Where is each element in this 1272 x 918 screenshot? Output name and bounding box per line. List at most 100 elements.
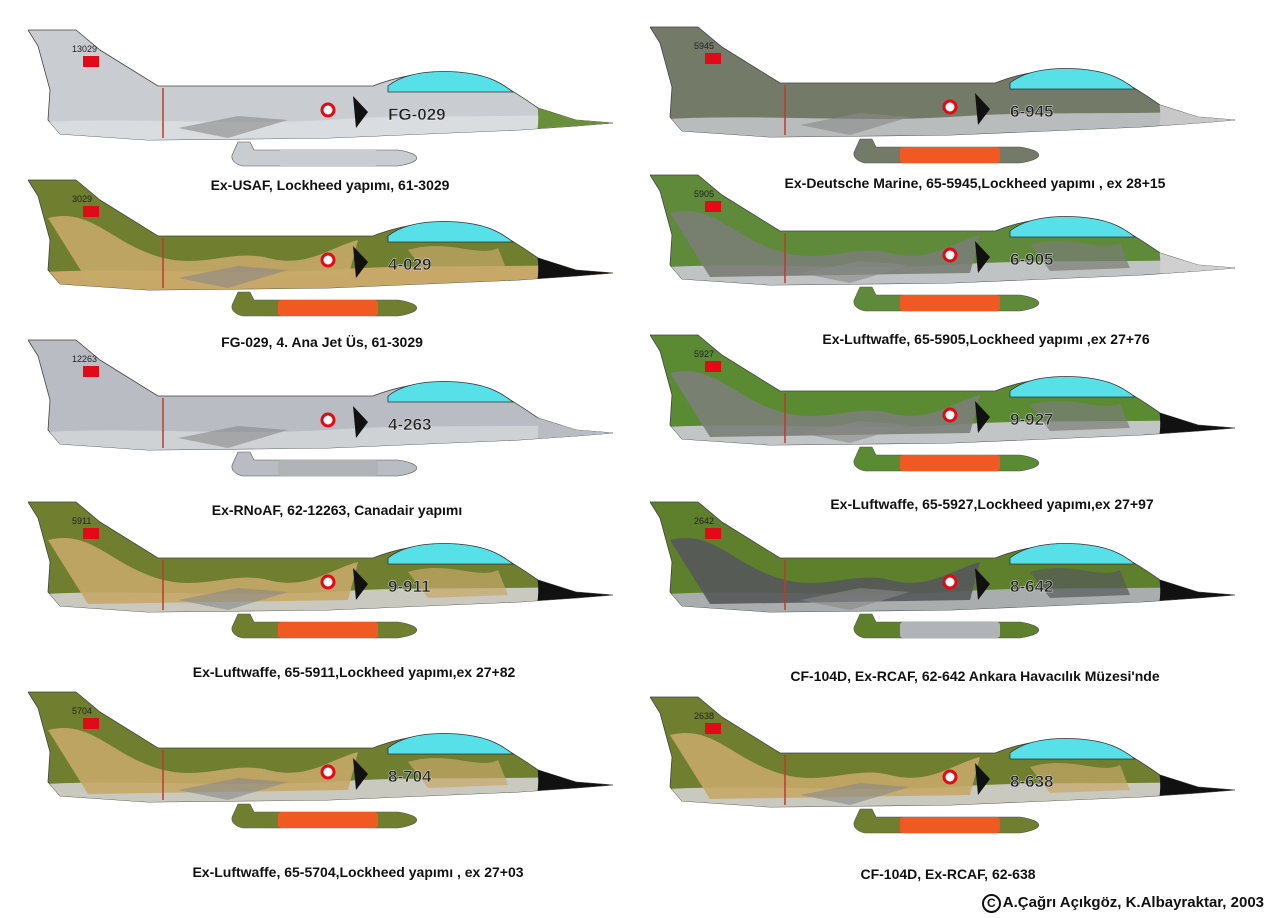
aircraft-profile: 3029 4-029 — [27, 178, 628, 328]
aircraft-caption: Ex-USAF, Lockheed yapımı, 61-3029 — [210, 177, 450, 193]
drop-tank — [853, 446, 1040, 472]
fuselage — [649, 26, 1236, 138]
fuselage — [27, 691, 614, 803]
drop-tank — [231, 291, 418, 317]
drop-tank — [231, 803, 418, 829]
drop-tank — [231, 451, 418, 477]
tail-code: 5911 — [72, 516, 91, 526]
tail-code: 3029 — [72, 194, 92, 204]
nose-code: 9-927 — [1010, 410, 1053, 429]
nose-code: 6-905 — [1010, 250, 1053, 269]
drop-tank — [853, 808, 1040, 834]
nose-code: 8-704 — [388, 767, 432, 786]
tail-code: 2642 — [694, 516, 714, 526]
intake — [353, 246, 368, 278]
canopy — [1009, 543, 1137, 565]
canopy — [387, 381, 515, 403]
tail-flag — [83, 56, 99, 67]
drop-tank — [853, 286, 1040, 312]
roundel — [942, 574, 958, 590]
nose-code: 8-642 — [1010, 577, 1053, 596]
intake — [353, 758, 368, 790]
drop-tank — [853, 138, 1040, 164]
drop-tank — [853, 613, 1040, 639]
intake — [975, 763, 990, 795]
canopy — [387, 71, 515, 93]
roundel — [942, 247, 958, 263]
drop-tank — [231, 141, 418, 167]
tail-code: 13029 — [72, 44, 97, 54]
nose-code: 6-945 — [1010, 102, 1053, 121]
nose-code: 4-263 — [388, 415, 431, 434]
tail-flag — [83, 528, 99, 539]
tail-flag — [705, 361, 721, 372]
roundel — [320, 764, 336, 780]
tail-code: 12263 — [72, 354, 97, 364]
tail-code: 5927 — [694, 349, 714, 359]
roundel — [320, 252, 336, 268]
aircraft-profile: 5927 9-927 — [649, 333, 1250, 483]
tail-code: 2638 — [694, 711, 714, 721]
tail-flag — [83, 206, 99, 217]
canopy — [387, 733, 515, 755]
aircraft-caption: Ex-Luftwaffe, 65-5704,Lockheed yapımı , … — [192, 864, 524, 880]
intake — [353, 96, 368, 128]
fuselage — [649, 696, 1236, 808]
tail-flag — [705, 53, 721, 64]
canopy — [1009, 68, 1137, 90]
intake — [975, 93, 990, 125]
roundel — [942, 99, 958, 115]
aircraft-caption: Ex-Luftwaffe, 65-5911,Lockheed yapımı,ex… — [192, 664, 516, 680]
tail-code: 5905 — [694, 189, 714, 199]
nose-code: 4-029 — [388, 255, 431, 274]
roundel — [942, 769, 958, 785]
tail-flag — [705, 528, 721, 539]
fuselage — [27, 179, 614, 291]
drop-tank — [231, 613, 418, 639]
intake — [353, 406, 368, 438]
aircraft-profile: 13029 FG-029 — [27, 28, 628, 178]
fuselage — [649, 174, 1236, 286]
tail-flag — [705, 723, 721, 734]
roundel — [320, 574, 336, 590]
intake — [353, 568, 368, 600]
roundel — [942, 407, 958, 423]
canopy — [1009, 738, 1137, 760]
credit-text: A.Çağrı Açıkgöz, K.Albayraktar, 2003 — [1002, 894, 1264, 911]
fuselage — [27, 29, 614, 141]
copyright-icon: C — [981, 894, 1001, 913]
canopy — [1009, 376, 1137, 398]
aircraft-profile: 5911 9-911 — [27, 500, 628, 650]
nose-code: 9-911 — [388, 577, 431, 596]
fuselage — [27, 339, 614, 451]
tail-flag — [705, 201, 721, 212]
aircraft-profile: 12263 4-263 — [27, 338, 628, 488]
aircraft-caption: Ex-Deutsche Marine, 65-5945,Lockheed yap… — [784, 175, 1166, 191]
fuselage — [27, 501, 614, 613]
aircraft-caption: Ex-Luftwaffe, 65-5905,Lockheed yapımı ,e… — [822, 331, 1150, 347]
fuselage — [649, 501, 1236, 613]
fuselage — [649, 334, 1236, 446]
aircraft-caption: Ex-RNoAF, 62-12263, Canadair yapımı — [211, 502, 463, 518]
aircraft-caption: CF-104D, Ex-RCAF, 62-642 Ankara Havacılı… — [790, 668, 1160, 684]
aircraft-profile: 5905 6-905 — [649, 173, 1250, 323]
aircraft-profile: 2642 8-642 — [649, 500, 1250, 650]
intake — [975, 241, 990, 273]
tail-code: 5704 — [72, 706, 92, 716]
aircraft-caption: Ex-Luftwaffe, 65-5927,Lockheed yapımı,ex… — [830, 496, 1154, 512]
intake — [975, 401, 990, 433]
canopy — [387, 221, 515, 243]
aircraft-profile: 2638 8-638 — [649, 695, 1250, 845]
nose-code: 8-638 — [1010, 772, 1053, 791]
canopy — [387, 543, 515, 565]
tail-flag — [83, 718, 99, 729]
roundel — [320, 102, 336, 118]
aircraft-profile: 5945 6-945 — [649, 25, 1250, 175]
aircraft-profile: 5704 8-704 — [27, 690, 628, 840]
intake — [975, 568, 990, 600]
tail-code: 5945 — [694, 41, 714, 51]
canopy — [1009, 216, 1137, 238]
aircraft-caption: CF-104D, Ex-RCAF, 62-638 — [860, 866, 1036, 882]
nose-code: FG-029 — [388, 105, 446, 124]
